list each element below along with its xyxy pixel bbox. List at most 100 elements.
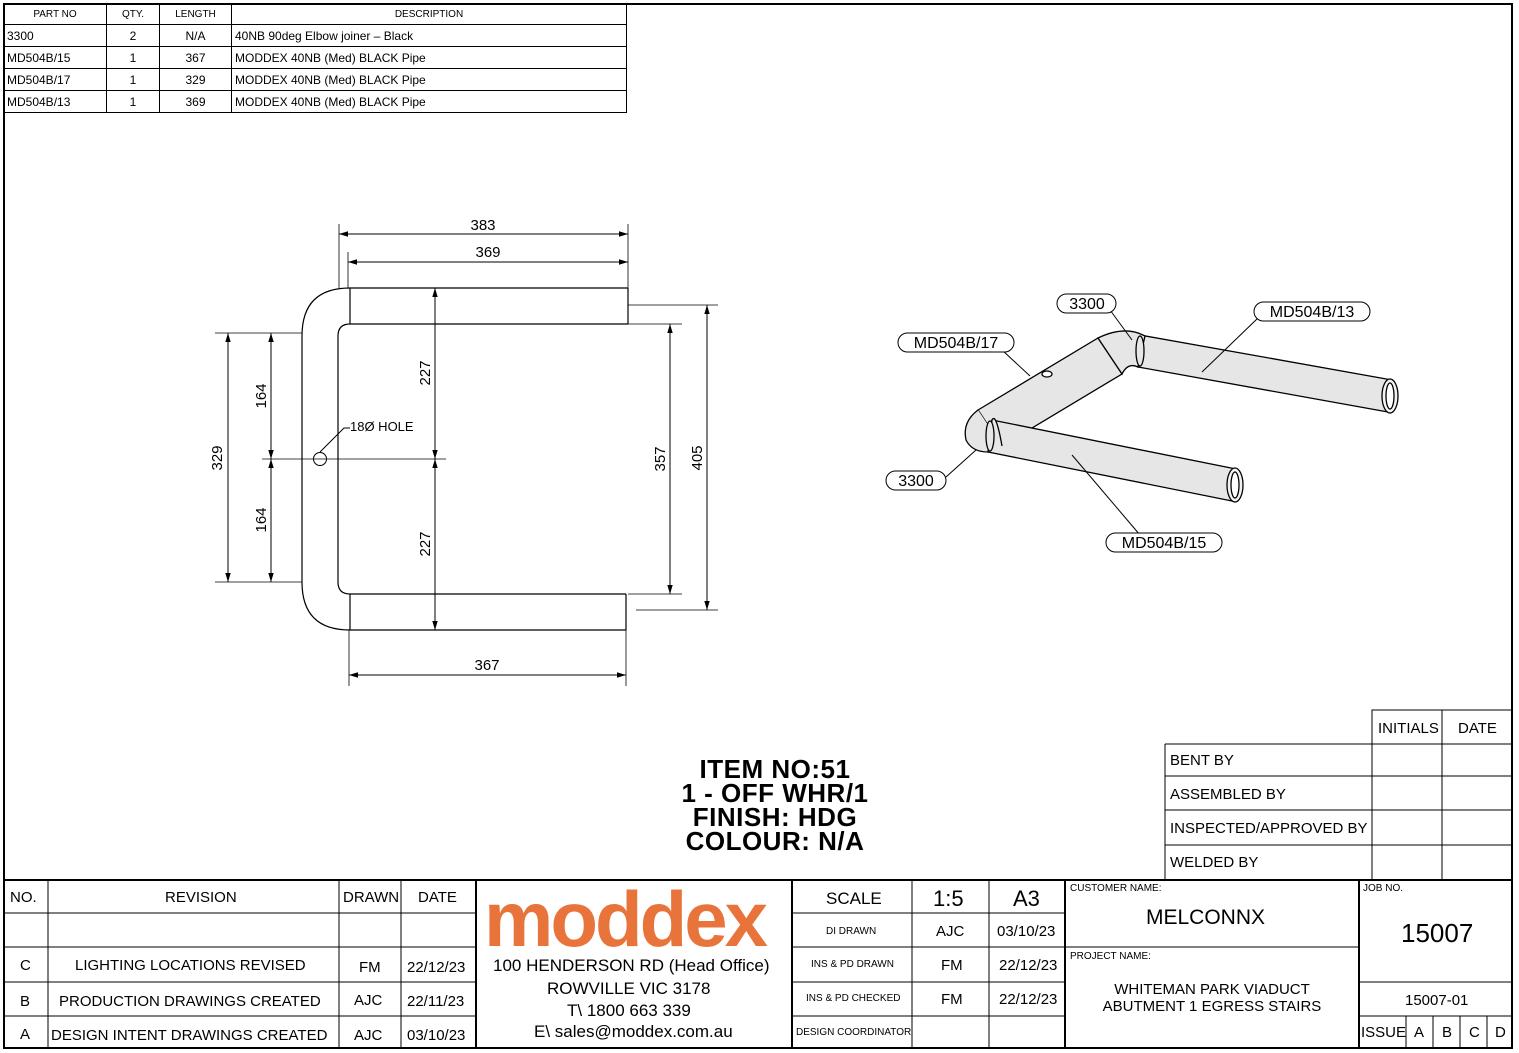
revision-no: B	[20, 993, 31, 1010]
callout-pipe-13: MD504B/13	[1270, 304, 1355, 321]
callout-leaders	[945, 309, 1259, 536]
dim-top-outer: 383	[470, 217, 495, 234]
moddex-logo: moddex	[484, 875, 768, 963]
callout-bubble	[1056, 293, 1117, 314]
project-label: PROJECT NAME:	[1070, 951, 1151, 962]
company-email: E\ sales@moddex.com.au	[534, 1022, 733, 1041]
signoff-assembled-by: ASSEMBLED BY	[1170, 786, 1286, 803]
revision-no: C	[20, 957, 31, 974]
hole-iso	[1041, 370, 1053, 378]
info-role: INS & PD CHECKED	[806, 993, 901, 1004]
revision-date: 22/11/23	[407, 993, 465, 1010]
joint-ring-top	[1135, 335, 1145, 367]
revision-description: LIGHTING LOCATIONS REVISED	[75, 957, 306, 974]
bom-part-no: MD504B/13	[3, 90, 107, 113]
bom-row: MD504B/15 1 367 MODDEX 40NB (Med) BLACK …	[3, 46, 627, 69]
issue-b: B	[1442, 1024, 1453, 1041]
dim-top-inner: 369	[475, 244, 500, 261]
info-role: INS & PD DRAWN	[811, 959, 894, 970]
callout-bubble	[885, 470, 947, 491]
info-date: 22/12/23	[999, 991, 1058, 1008]
bom-description: MODDEX 40NB (Med) BLACK Pipe	[231, 90, 627, 113]
customer-name: MELCONNX	[1146, 906, 1266, 929]
dim-right-inner: 357	[652, 446, 669, 471]
issue-a: A	[1414, 1024, 1425, 1041]
issue-c: C	[1469, 1024, 1480, 1041]
bom-description: MODDEX 40NB (Med) BLACK Pipe	[231, 68, 627, 91]
dim-mid-lower: 227	[417, 531, 434, 556]
bom-row: MD504B/17 1 329 MODDEX 40NB (Med) BLACK …	[3, 68, 627, 91]
revision-header-date: DATE	[418, 889, 457, 906]
signoff-bent-by: BENT BY	[1170, 752, 1234, 769]
elbow-top	[1097, 330, 1146, 376]
company-address-line2: ROWVILLE VIC 3178	[547, 979, 711, 998]
dim-left-lower: 164	[253, 507, 270, 532]
signoff-inspected-by: INSPECTED/APPROVED BY	[1170, 820, 1368, 837]
info-role: DI DRAWN	[826, 926, 877, 937]
company-phone: T\ 1800 663 339	[567, 1001, 691, 1020]
drawing-number: 15007-01	[1405, 992, 1469, 1009]
bom-length: N/A	[159, 24, 232, 47]
project-name-line2: ABUTMENT 1 EGRESS STAIRS	[1102, 998, 1322, 1015]
bill-of-materials-table: PART NO QTY. LENGTH DESCRIPTION 3300 2 N…	[3, 3, 627, 113]
signoff-header-initials: INITIALS	[1378, 720, 1439, 737]
info-date: 22/12/23	[999, 957, 1058, 974]
project-name-line1: WHITEMAN PARK VIADUCT	[1114, 981, 1310, 998]
signoff-welded-by: WELDED BY	[1170, 854, 1259, 871]
dim-left-upper: 164	[253, 383, 270, 408]
dimension-lines	[225, 231, 710, 678]
callout-pipe-15: MD504B/15	[1122, 535, 1207, 552]
bom-header-row: PART NO QTY. LENGTH DESCRIPTION	[3, 3, 627, 25]
info-initials: FM	[941, 991, 963, 1008]
item-number: ITEM NO:51	[699, 754, 851, 784]
callout-bubble	[1253, 301, 1371, 322]
info-initials: FM	[941, 957, 963, 974]
job-label: JOB NO.	[1363, 883, 1404, 894]
job-number: 15007	[1401, 918, 1474, 948]
callout-bubble	[897, 332, 1015, 353]
revision-drawn: FM	[359, 959, 381, 976]
dim-left-total: 329	[209, 445, 226, 470]
customer-label: CUSTOMER NAME:	[1070, 883, 1162, 894]
scale-label: SCALE	[826, 889, 882, 908]
company-address-line1: 100 HENDERSON RD (Head Office)	[493, 956, 770, 975]
revision-description: PRODUCTION DRAWINGS CREATED	[59, 993, 321, 1010]
callout-elbow-bottom: 3300	[898, 473, 934, 490]
scale-value: 1:5	[933, 886, 964, 911]
bom-row: MD504B/13 1 369 MODDEX 40NB (Med) BLACK …	[3, 90, 627, 113]
item-colour: COLOUR: N/A	[685, 826, 865, 856]
item-finish: FINISH: HDG	[692, 802, 858, 832]
item-quantity: 1 - OFF WHR/1	[681, 778, 869, 808]
dim-right-outer: 405	[689, 445, 706, 470]
bom-description: 40NB 90deg Elbow joiner – Black	[231, 24, 627, 47]
callout-bubble	[1105, 532, 1223, 553]
bom-part-no: MD504B/17	[3, 68, 107, 91]
pipe-bore-15	[1230, 471, 1240, 499]
revision-drawn: AJC	[354, 1027, 383, 1044]
hole-label: 18Ø HOLE	[350, 419, 414, 434]
revision-date: 03/10/23	[407, 1027, 466, 1044]
dim-bottom: 367	[474, 657, 499, 674]
bom-length: 369	[159, 90, 232, 113]
dim-mid-upper: 227	[417, 360, 434, 385]
callout-pipe-17: MD504B/17	[914, 335, 999, 352]
revision-description: DESIGN INTENT DRAWINGS CREATED	[51, 1027, 328, 1044]
info-initials: AJC	[936, 923, 965, 940]
isometric-view	[964, 330, 1399, 503]
signoff-header-date: DATE	[1458, 720, 1497, 737]
revision-header-no: NO.	[10, 889, 37, 906]
drawing-sheet-border	[3, 3, 1513, 1049]
bom-qty: 1	[106, 90, 160, 113]
elbow-bottom	[964, 409, 1003, 453]
revision-header-revision: REVISION	[165, 889, 237, 906]
joint-ring-bottom	[985, 420, 995, 452]
callout-elbow-top: 3300	[1069, 296, 1105, 313]
bom-row: 3300 2 N/A 40NB 90deg Elbow joiner – Bla…	[3, 24, 627, 47]
issue-label: ISSUE	[1361, 1024, 1407, 1041]
info-role: DESIGN COORDINATOR	[796, 1027, 912, 1038]
revision-drawn: AJC	[354, 992, 383, 1009]
revision-date: 22/12/23	[407, 959, 466, 976]
